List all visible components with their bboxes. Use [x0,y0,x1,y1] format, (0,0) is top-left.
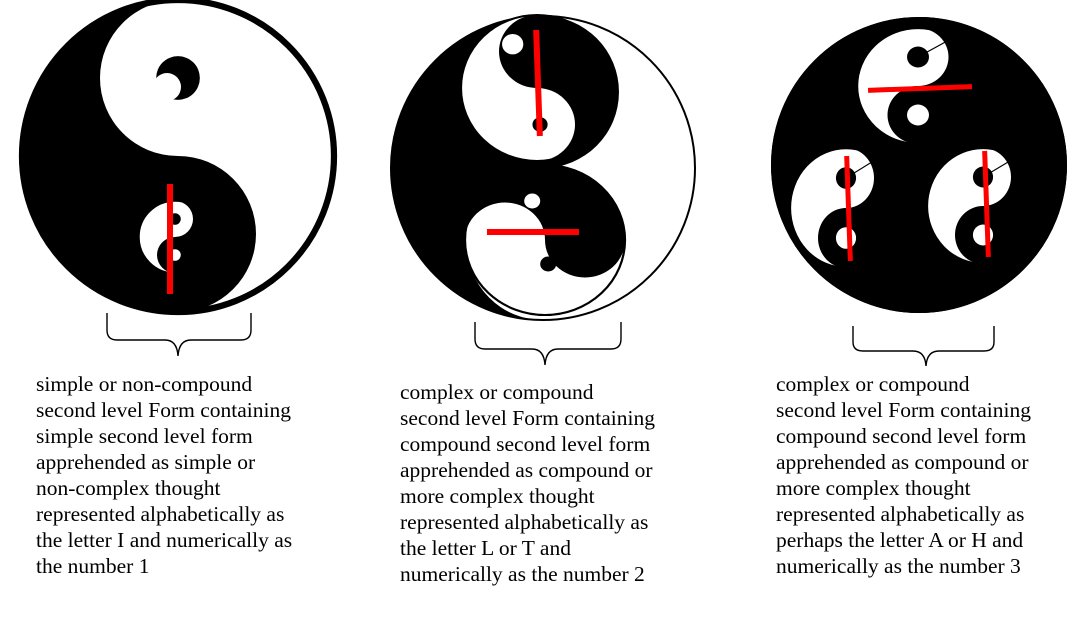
figure-2-caption: complex or compound second level Form co… [400,379,655,587]
caption-line: compound second level form [776,423,1031,449]
caption-line: the letter L or T and [400,535,655,561]
figure-3-yin-yang [772,18,1066,312]
caption-line: second level Form containing [36,397,292,423]
caption-line: the number 1 [36,553,292,579]
figure-3-caption: complex or compound second level Form co… [776,371,1031,579]
caption-line: complex or compound [400,379,655,405]
caption-line: perhaps the letter A or H and [776,527,1031,553]
caption-line: simple second level form [36,423,292,449]
caption-line: the letter I and numerically as [36,527,292,553]
figure-1-yin-yang [22,0,334,312]
caption-line: second level Form containing [400,405,655,431]
caption-line: apprehended as compound or [400,457,655,483]
caption-line: apprehended as compound or [776,449,1031,475]
caption-line: numerically as the number 2 [400,561,655,587]
figure-2-yin-yang [391,15,695,320]
caption-line: apprehended as simple or [36,449,292,475]
caption-line: simple or non-compound [36,371,292,397]
figure-1-caption: simple or non-compound second level Form… [36,371,292,579]
figure-1-brace [107,313,251,356]
caption-line: represented alphabetically as [776,501,1031,527]
figure-1-inner-form [139,201,211,273]
caption-line: more complex thought [400,483,655,509]
figure-2-lower-form [465,165,625,315]
caption-line: numerically as the number 3 [776,553,1031,579]
figure-2-red-axis-horizontal [487,229,579,235]
caption-line: compound second level form [400,431,655,457]
caption-line: complex or compound [776,371,1031,397]
caption-line: second level Form containing [776,397,1031,423]
figure-1-red-axis [167,184,173,294]
caption-line: represented alphabetically as [400,509,655,535]
figure-3-brace [853,326,994,366]
caption-line: represented alphabetically as [36,501,292,527]
caption-line: non-complex thought [36,475,292,501]
figure-2-brace [475,322,621,365]
caption-line: more complex thought [776,475,1031,501]
